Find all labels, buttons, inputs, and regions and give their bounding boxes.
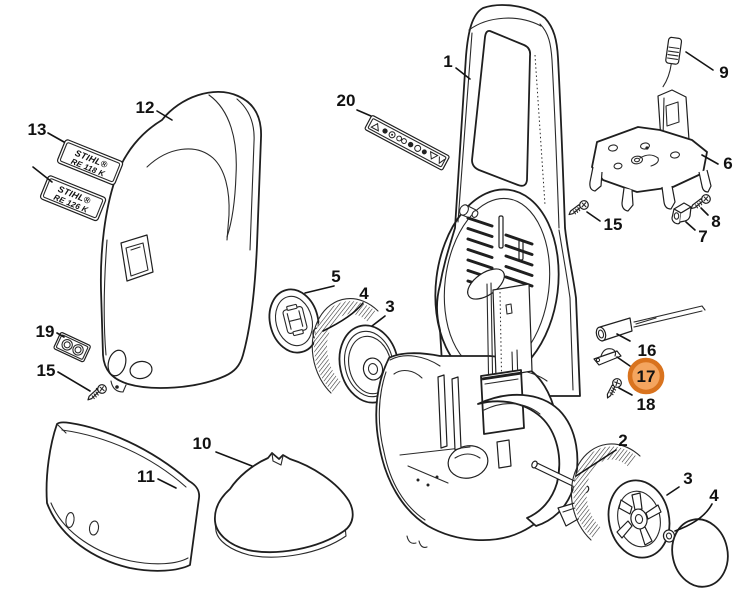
leader-5 xyxy=(304,285,335,294)
part-16-cable-grommet-drawing xyxy=(595,305,706,342)
leader-6 xyxy=(701,154,719,165)
leader-15-left xyxy=(57,371,91,392)
leader-15-right xyxy=(586,211,601,222)
callout-15-right[interactable]: 15 xyxy=(604,215,623,234)
leader-19 xyxy=(56,332,65,338)
leader-11 xyxy=(157,478,177,489)
part-15-screw-right-icon xyxy=(568,197,590,219)
leader-3-right xyxy=(666,486,680,496)
callout-16[interactable]: 16 xyxy=(638,341,657,360)
callout-4-right[interactable]: 4 xyxy=(709,486,719,505)
highlight-stroke xyxy=(627,357,665,395)
leader-12 xyxy=(156,110,173,121)
callout-8[interactable]: 8 xyxy=(711,212,720,231)
leader-20 xyxy=(356,109,372,117)
part-6-switch-bracket-drawing xyxy=(589,89,712,212)
part-5-hub-cap-drawing xyxy=(268,288,320,354)
highlight-ring[interactable] xyxy=(627,357,665,395)
leader-13b xyxy=(32,166,53,183)
leader-16 xyxy=(616,333,631,342)
callout-5[interactable]: 5 xyxy=(331,267,340,286)
leader-18 xyxy=(618,387,633,396)
callout-13[interactable]: 13 xyxy=(28,120,47,139)
leader-17 xyxy=(616,356,631,367)
part-13-model-label-126: STIHL® RE 126 K xyxy=(39,175,107,222)
callouts: 1 2 3 3 4 4 5 6 7 8 9 10 11 12 13 15 15 … xyxy=(28,52,733,505)
part-3-wheel-right-drawing xyxy=(570,443,671,559)
part-4-ring-right-drawing xyxy=(662,529,676,543)
part-10-base-plate-drawing xyxy=(214,452,354,558)
leader-8 xyxy=(700,207,709,216)
callout-17[interactable]: 17 xyxy=(637,367,656,386)
callout-4-left[interactable]: 4 xyxy=(359,284,369,303)
callout-3-right[interactable]: 3 xyxy=(683,469,692,488)
part-7-switch-block-drawing xyxy=(671,202,692,225)
leader-4-left xyxy=(322,302,364,332)
callout-18[interactable]: 18 xyxy=(637,395,656,414)
part-11-bumper-band-drawing xyxy=(45,421,201,572)
hub-cap-right-drawing xyxy=(671,518,729,588)
leader-13 xyxy=(47,132,65,143)
callout-10[interactable]: 10 xyxy=(193,434,212,453)
callout-12[interactable]: 12 xyxy=(136,98,155,117)
part-1-main-housing-drawing xyxy=(434,4,581,397)
part-13-model-label-118: STIHL® RE 118 K xyxy=(56,139,124,186)
leader-3-left xyxy=(371,315,386,327)
leader-4-right xyxy=(674,503,713,532)
callout-20[interactable]: 20 xyxy=(337,91,356,110)
part-15-screw-left-icon xyxy=(87,382,108,402)
highlight-fill xyxy=(630,360,662,392)
part-18-screw-icon xyxy=(602,377,625,399)
leader-2 xyxy=(575,449,617,477)
callout-9[interactable]: 9 xyxy=(719,63,728,82)
leader-7 xyxy=(685,221,696,231)
leader-10 xyxy=(215,451,253,467)
callout-15-left[interactable]: 15 xyxy=(37,361,56,380)
callout-11[interactable]: 11 xyxy=(137,467,155,486)
callout-1[interactable]: 1 xyxy=(443,52,452,71)
part-17-cable-clamp-drawing xyxy=(593,348,622,366)
leader-lines xyxy=(32,51,719,532)
leader-1 xyxy=(455,67,471,80)
warning-pictogram-strip-icon xyxy=(370,122,445,165)
part-20-symbol-label-drawing xyxy=(364,115,450,171)
callout-7[interactable]: 7 xyxy=(698,227,707,246)
callout-6[interactable]: 6 xyxy=(723,154,732,173)
part-9-connector-plug-drawing xyxy=(662,36,683,88)
leader-9 xyxy=(685,51,714,71)
callout-19[interactable]: 19 xyxy=(36,322,55,341)
callout-3-left[interactable]: 3 xyxy=(385,297,394,316)
callout-2[interactable]: 2 xyxy=(618,431,627,450)
part-19-plug-plate-drawing xyxy=(53,332,91,363)
part-12-front-cover-drawing xyxy=(95,91,262,393)
